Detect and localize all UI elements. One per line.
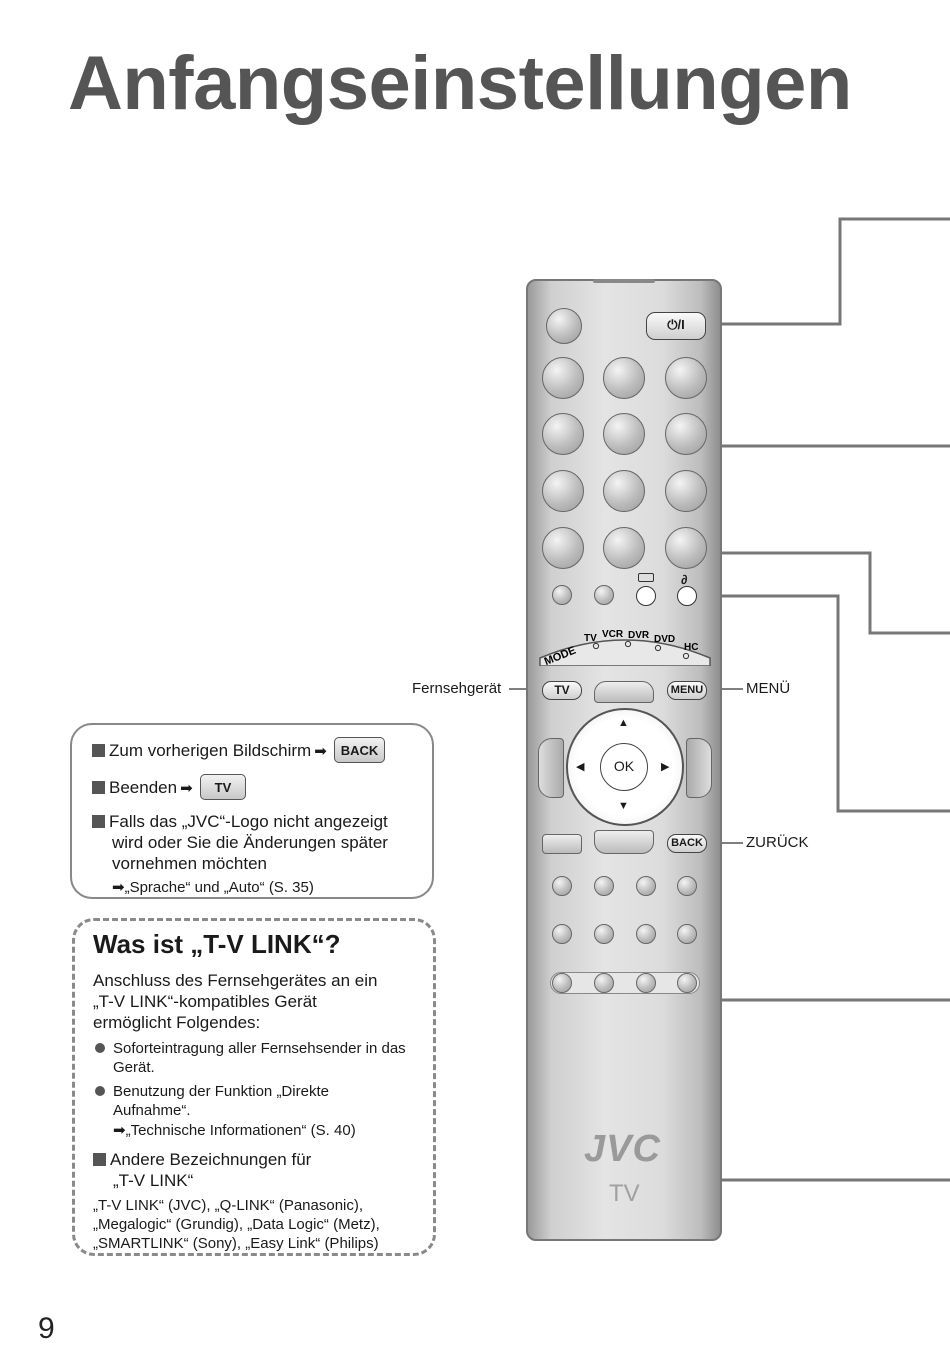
power-button[interactable]: ⏻/I: [646, 312, 706, 340]
small-button[interactable]: [552, 924, 572, 944]
small-button[interactable]: [552, 876, 572, 896]
label-menue: MENÜ: [746, 680, 791, 697]
number-button[interactable]: [542, 527, 584, 569]
back-key-icon: BACK: [333, 737, 386, 763]
tvlink-box: Was ist „T-V LINK“? Anschluss des Fernse…: [72, 918, 436, 1256]
mode-selector[interactable]: MODE TV VCR DVR DVD HC: [536, 628, 714, 666]
svg-text:VCR: VCR: [602, 629, 624, 640]
remote-round-button[interactable]: [546, 308, 582, 344]
right-arrow-icon: ▶: [661, 761, 670, 773]
color-button[interactable]: [677, 973, 697, 993]
square-bullet-icon: [93, 1153, 106, 1166]
color-button[interactable]: [636, 973, 656, 993]
color-button-bar: [550, 972, 700, 994]
up-arrow-icon: ▲: [618, 717, 629, 729]
back-button[interactable]: BACK: [667, 834, 707, 853]
tvlink-intro: ermöglicht Folgendes:: [93, 1013, 261, 1032]
tvlink-intro: „T-V LINK“-kompatibles Gerät: [93, 992, 317, 1011]
channel-down-button[interactable]: [594, 830, 654, 854]
small-button[interactable]: [677, 876, 697, 896]
color-button[interactable]: [552, 973, 572, 993]
info-reference: ➡„Sprache“ und „Auto“ (S. 35): [112, 879, 314, 896]
svg-text:DVR: DVR: [628, 630, 650, 641]
tvlink-names: „T-V LINK“ (JVC), „Q-LINK“ (Panasonic),: [93, 1197, 364, 1214]
small-button[interactable]: [594, 876, 614, 896]
info-box: Zum vorherigen Bildschirm➡BACK Beenden➡T…: [70, 723, 434, 899]
arrow-right-icon: ➡: [180, 780, 193, 797]
tvlink-heading: Was ist „T-V LINK“?: [93, 929, 341, 959]
tvlink-icon: ∂: [681, 572, 688, 587]
rect-button[interactable]: [542, 834, 582, 854]
square-bullet-icon: [92, 781, 105, 794]
record-button[interactable]: [636, 586, 656, 606]
ok-button[interactable]: OK: [600, 743, 648, 791]
small-button[interactable]: [677, 924, 697, 944]
svg-text:TV: TV: [584, 633, 597, 644]
page-title: Anfangseinstellungen: [68, 41, 852, 126]
nav-right-bump[interactable]: [686, 738, 712, 798]
small-button[interactable]: [594, 924, 614, 944]
info-item-logo-line3: vornehmen möchten: [112, 854, 267, 873]
tvlink-intro: Anschluss des Fernsehgerätes an ein: [93, 971, 378, 990]
number-button[interactable]: [603, 413, 645, 455]
info-item-back: Zum vorherigen Bildschirm➡BACK: [92, 737, 432, 763]
label-zurueck: ZURÜCK: [746, 834, 809, 851]
number-button[interactable]: [665, 413, 707, 455]
arrow-right-icon: ➡: [112, 879, 125, 896]
left-arrow-icon: ◀: [576, 761, 585, 773]
remote-tv-label: TV: [609, 1180, 640, 1207]
square-bullet-icon: [92, 815, 105, 828]
small-button[interactable]: [594, 585, 614, 605]
bullet-icon: [95, 1043, 105, 1053]
color-button[interactable]: [594, 973, 614, 993]
square-bullet-icon: [92, 744, 105, 757]
tvlink-bullet: Soforteintragung aller Fernsehsender in …: [93, 1039, 433, 1077]
tvlink-bullet: Benutzung der Funktion „Direkte Aufnahme…: [93, 1082, 433, 1140]
label-fernsehgeraet: Fernsehgerät: [412, 680, 502, 697]
tvlink-names: „Megalogic“ (Grundig), „Data Logic“ (Met…: [93, 1216, 380, 1233]
info-item-exit: Beenden➡TV: [92, 774, 432, 800]
channel-up-button[interactable]: [594, 681, 654, 703]
jvc-logo: JVC: [584, 1128, 661, 1170]
arrow-right-icon: ➡: [314, 743, 327, 760]
svg-text:DVD: DVD: [654, 634, 675, 645]
bullet-icon: [95, 1086, 105, 1096]
nav-left-bump[interactable]: [538, 738, 564, 798]
number-button[interactable]: [603, 470, 645, 512]
page-number: 9: [38, 1312, 55, 1345]
tvlink-other-names: Andere Bezeichnungen für: [93, 1149, 433, 1170]
number-button[interactable]: [665, 470, 707, 512]
number-button[interactable]: [542, 413, 584, 455]
info-item-logo-line2: wird oder Sie die Änderungen später: [112, 833, 388, 852]
small-button[interactable]: [552, 585, 572, 605]
small-button[interactable]: [636, 876, 656, 896]
tv-key-icon: TV: [199, 774, 247, 800]
menu-button[interactable]: MENU: [667, 681, 707, 700]
number-button[interactable]: [542, 470, 584, 512]
svg-text:HC: HC: [684, 642, 698, 653]
down-arrow-icon: ▼: [618, 800, 629, 812]
number-button[interactable]: [603, 357, 645, 399]
number-button[interactable]: [603, 527, 645, 569]
number-button[interactable]: [665, 527, 707, 569]
tvlink-names: „SMARTLINK“ (Sony), „Easy Link“ (Philips…: [93, 1235, 379, 1252]
tvlink-other-names-line2: „T-V LINK“: [113, 1171, 194, 1190]
small-button[interactable]: [636, 924, 656, 944]
number-button[interactable]: [542, 357, 584, 399]
arrow-right-icon: ➡: [113, 1122, 126, 1139]
remote-top-notch: [593, 279, 655, 283]
tvlink-button[interactable]: [677, 586, 697, 606]
number-button[interactable]: [665, 357, 707, 399]
info-item-logo: Falls das „JVC“-Logo nicht angezeigt: [92, 811, 432, 832]
tape-icon: [638, 573, 654, 582]
tv-button[interactable]: TV: [542, 681, 582, 700]
